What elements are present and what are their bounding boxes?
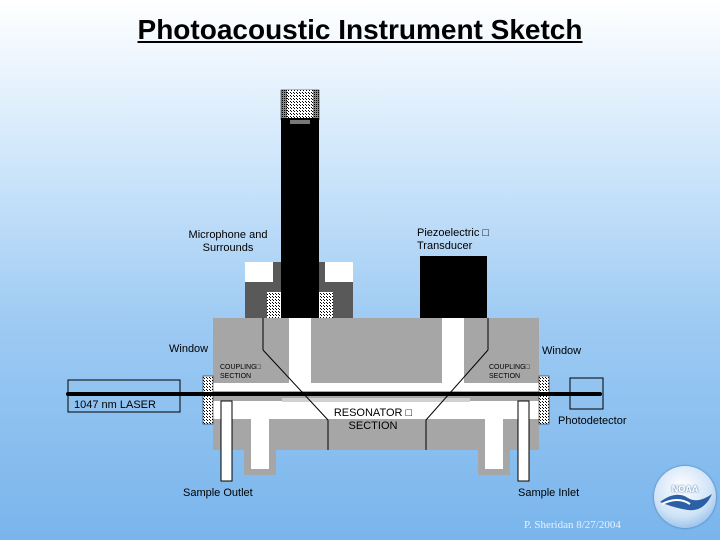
window-right <box>538 375 550 425</box>
noaa-logo-text: NOAA <box>671 484 699 494</box>
piezo-transducer <box>420 256 487 318</box>
window-left <box>202 375 214 425</box>
slide-title: Photoacoustic Instrument Sketch <box>137 14 583 45</box>
label-laser: 1047 nm LASER <box>74 399 156 411</box>
label-coupling-left: COUPLING□ SECTION <box>220 364 261 380</box>
noaa-bird-icon <box>660 494 712 511</box>
label-photodetector: Photodetector <box>558 415 627 427</box>
label-window-left: Window <box>169 343 209 355</box>
label-resonator: RESONATOR □ SECTION <box>333 407 413 432</box>
label-sample-inlet: Sample Inlet <box>518 487 580 499</box>
label-window-right: Window <box>542 345 582 357</box>
label-coupling-right: COUPLING□ SECTION <box>489 364 530 380</box>
label-microphone: Microphone and Surrounds <box>188 229 268 254</box>
label-sample-outlet: Sample Outlet <box>183 487 253 499</box>
label-piezo: Piezoelectric □ Transducer <box>417 227 490 252</box>
microphone-assembly <box>245 89 353 318</box>
instrument-body <box>213 318 539 482</box>
author-credit: P. Sheridan 8/27/2004 <box>524 519 621 531</box>
noaa-logo: NOAA <box>654 466 716 528</box>
photodetector-box <box>569 377 604 410</box>
